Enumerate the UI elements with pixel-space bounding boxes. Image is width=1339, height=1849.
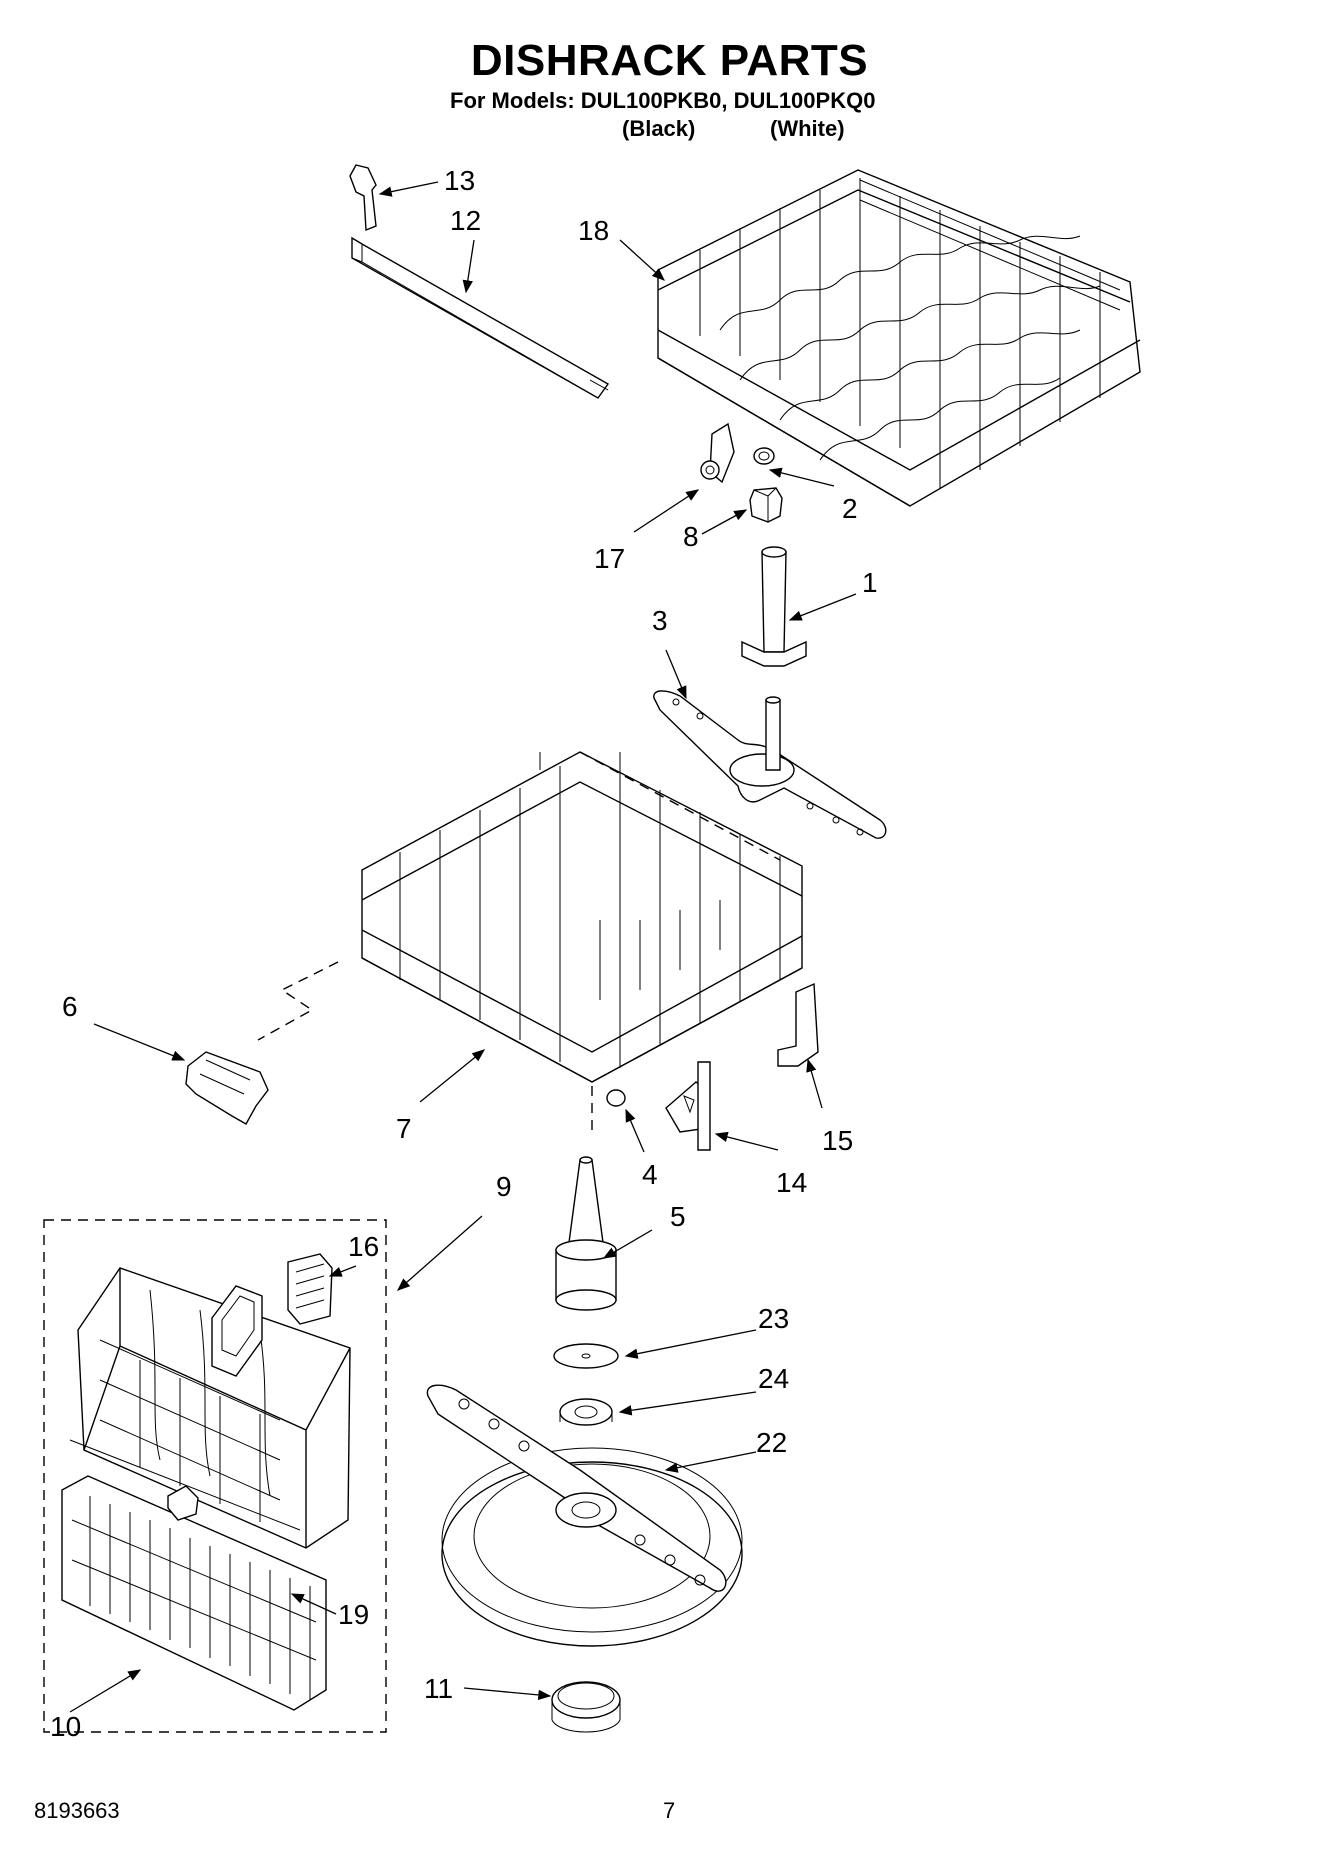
callout-23: 23: [758, 1303, 789, 1334]
callout-18: 18: [578, 215, 609, 246]
part-18-upper-rack: [657, 169, 1141, 507]
part-19-handle: [167, 1485, 199, 1521]
part-6-clip: [185, 1051, 269, 1125]
callout-1: 1: [862, 567, 878, 598]
callout-4: 4: [642, 1159, 658, 1190]
part-17-bracket: [700, 422, 735, 484]
variant-black: (Black): [622, 116, 696, 141]
part-11-filter-ring: [551, 1681, 621, 1733]
part-22-lower-spray-arm: [426, 1384, 743, 1647]
variant-white: (White): [770, 116, 845, 141]
callout-13: 13: [444, 165, 475, 196]
callout-14: 14: [776, 1167, 807, 1198]
part-2-washer: [753, 447, 775, 465]
callout-17: 17: [594, 543, 625, 574]
callout-2: 2: [842, 493, 858, 524]
footer-part-number: 8193663: [34, 1798, 120, 1823]
callout-10: 10: [50, 1711, 81, 1742]
part-14-post-bracket: [665, 1061, 711, 1151]
part-4-roller: [606, 1089, 626, 1107]
part-10-cover-panel: [61, 1475, 327, 1711]
callout-15: 15: [822, 1125, 853, 1156]
guide-line-part-6: [257, 961, 339, 1041]
callout-numbers: 13 12 18 17 8 2 1 3 6 7 4 14 15 9 5 16 2…: [50, 165, 878, 1742]
callout-leaders: [69, 181, 857, 1713]
page-title: DISHRACK PARTS: [470, 36, 869, 85]
part-16-insert: [287, 1253, 333, 1325]
part-15-l-bracket: [777, 982, 819, 1067]
part-8-nut: [749, 487, 783, 523]
callout-8: 8: [683, 521, 699, 552]
callout-19: 19: [338, 1599, 369, 1630]
callout-5: 5: [670, 1201, 686, 1232]
callout-7: 7: [396, 1113, 412, 1144]
models-subtitle: For Models: DUL100PKB0, DUL100PKQ0: [450, 88, 876, 113]
callout-12: 12: [450, 205, 481, 236]
callout-24: 24: [758, 1363, 789, 1394]
part-7-lower-rack: [361, 751, 803, 1083]
part-1-tube: [741, 546, 807, 667]
callout-9: 9: [496, 1171, 512, 1202]
part-9-silverware-basket-assembly: [43, 1219, 387, 1733]
part-24-seal-ring: [559, 1398, 613, 1426]
callout-3: 3: [652, 605, 668, 636]
part-3-upper-spray-arm: [653, 690, 887, 839]
callout-11: 11: [424, 1673, 453, 1704]
part-13-rack-clip: [349, 164, 377, 232]
part-12-rail: [351, 236, 610, 399]
callout-16: 16: [348, 1231, 379, 1262]
footer-page-number: 7: [663, 1798, 676, 1823]
callout-6: 6: [62, 991, 78, 1022]
part-5-support-post: [555, 1156, 617, 1311]
part-23-washer: [553, 1343, 619, 1369]
callout-22: 22: [756, 1427, 787, 1458]
